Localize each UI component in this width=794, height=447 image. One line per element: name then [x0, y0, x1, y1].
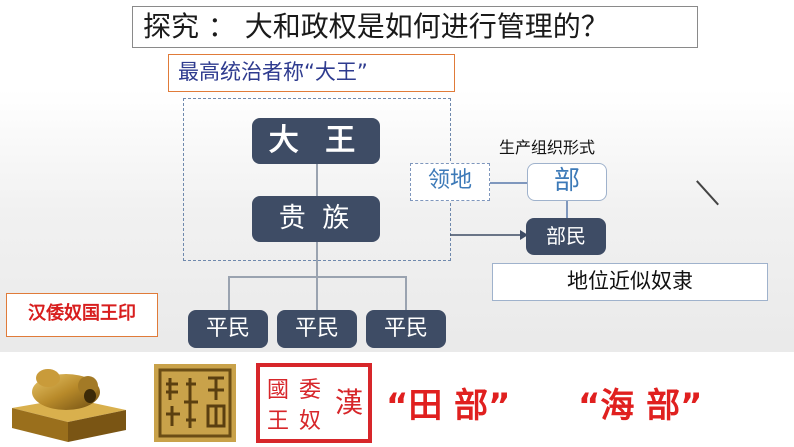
commoner-box-3: 平民: [366, 310, 446, 348]
king-noble-connector: [316, 164, 318, 196]
svg-text:漢: 漢: [335, 386, 363, 419]
svg-text:國: 國: [267, 378, 289, 403]
domain-box: 领地: [410, 163, 490, 201]
seal-title-box: 汉倭奴国王印: [6, 293, 158, 337]
example-tabe: “田 部”: [386, 378, 511, 427]
example-amabe: “海 部”: [578, 378, 703, 427]
ruler-title-box: 最高统治者称“大王”: [168, 54, 455, 92]
gold-seal-image: [4, 356, 132, 446]
commoner-connector-1: [228, 276, 230, 310]
domain-be-connector: [490, 182, 527, 184]
nobles-bemin-arrow: [450, 228, 528, 242]
bemin-box: 部民: [526, 218, 606, 255]
svg-text:委: 委: [299, 378, 321, 403]
page-title: 探究 ： 大和政权是如何进行管理的？: [132, 6, 698, 48]
svg-text:王: 王: [267, 409, 289, 434]
be-bemin-connector: [566, 201, 568, 218]
seal-face-image: [152, 362, 238, 444]
commoner-box-1: 平民: [188, 310, 268, 348]
commoner-connector-2: [316, 276, 318, 310]
be-box: 部: [527, 163, 607, 201]
commoner-connector-3: [405, 276, 407, 310]
production-form-label: 生产组织形式: [499, 134, 595, 158]
status-box: 地位近似奴隶: [492, 263, 768, 301]
commoner-box-2: 平民: [277, 310, 357, 348]
seal-imprint-image: 國 王 委 奴 漢: [255, 362, 373, 444]
king-box: 大 王: [252, 118, 380, 164]
svg-text:奴: 奴: [299, 409, 321, 434]
noble-commoner-connector: [316, 242, 318, 276]
nobles-box: 贵 族: [252, 196, 380, 242]
